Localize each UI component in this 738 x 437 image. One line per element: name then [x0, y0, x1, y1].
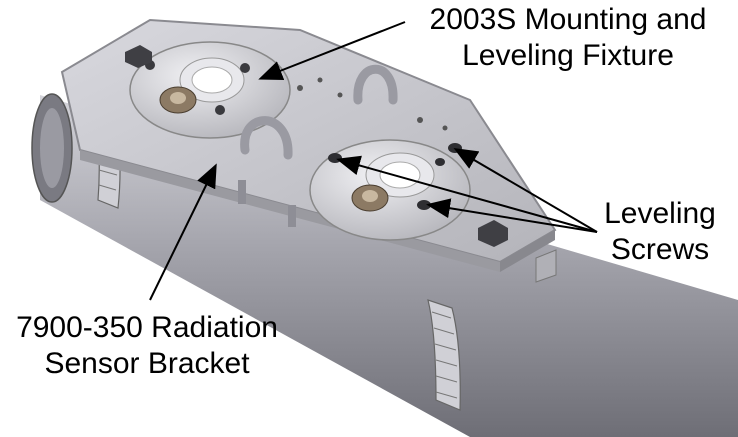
callout-mounting-fixture-line2: Leveling Fixture [462, 39, 674, 72]
leader-bracket [149, 163, 217, 301]
callout-sensor-bracket-line1: 7900-350 Radiation [16, 311, 278, 344]
leader-fixture [258, 21, 406, 81]
leader-screw-2 [336, 155, 598, 233]
callout-mounting-fixture-line1: 2003S Mounting and [429, 3, 707, 36]
leader-screw-3 [426, 198, 598, 233]
hardware [125, 45, 557, 283]
leveling-disk-upper [129, 41, 291, 139]
hose-clamp-right [427, 299, 461, 411]
leader-lines [149, 21, 598, 301]
callout-sensor-bracket: 7900-350 Radiation Sensor Bracket [2, 310, 292, 382]
u-handles [240, 64, 398, 160]
leader-screw-1 [453, 147, 598, 233]
callout-sensor-bracket-line2: Sensor Bracket [44, 347, 250, 380]
callout-leveling-screws-line2: Screws [610, 233, 710, 266]
callout-leveling-screws-line1: Leveling [604, 197, 716, 230]
callout-mounting-fixture: 2003S Mounting and Leveling Fixture [408, 2, 728, 74]
callout-leveling-screws: Leveling Screws [590, 196, 730, 268]
